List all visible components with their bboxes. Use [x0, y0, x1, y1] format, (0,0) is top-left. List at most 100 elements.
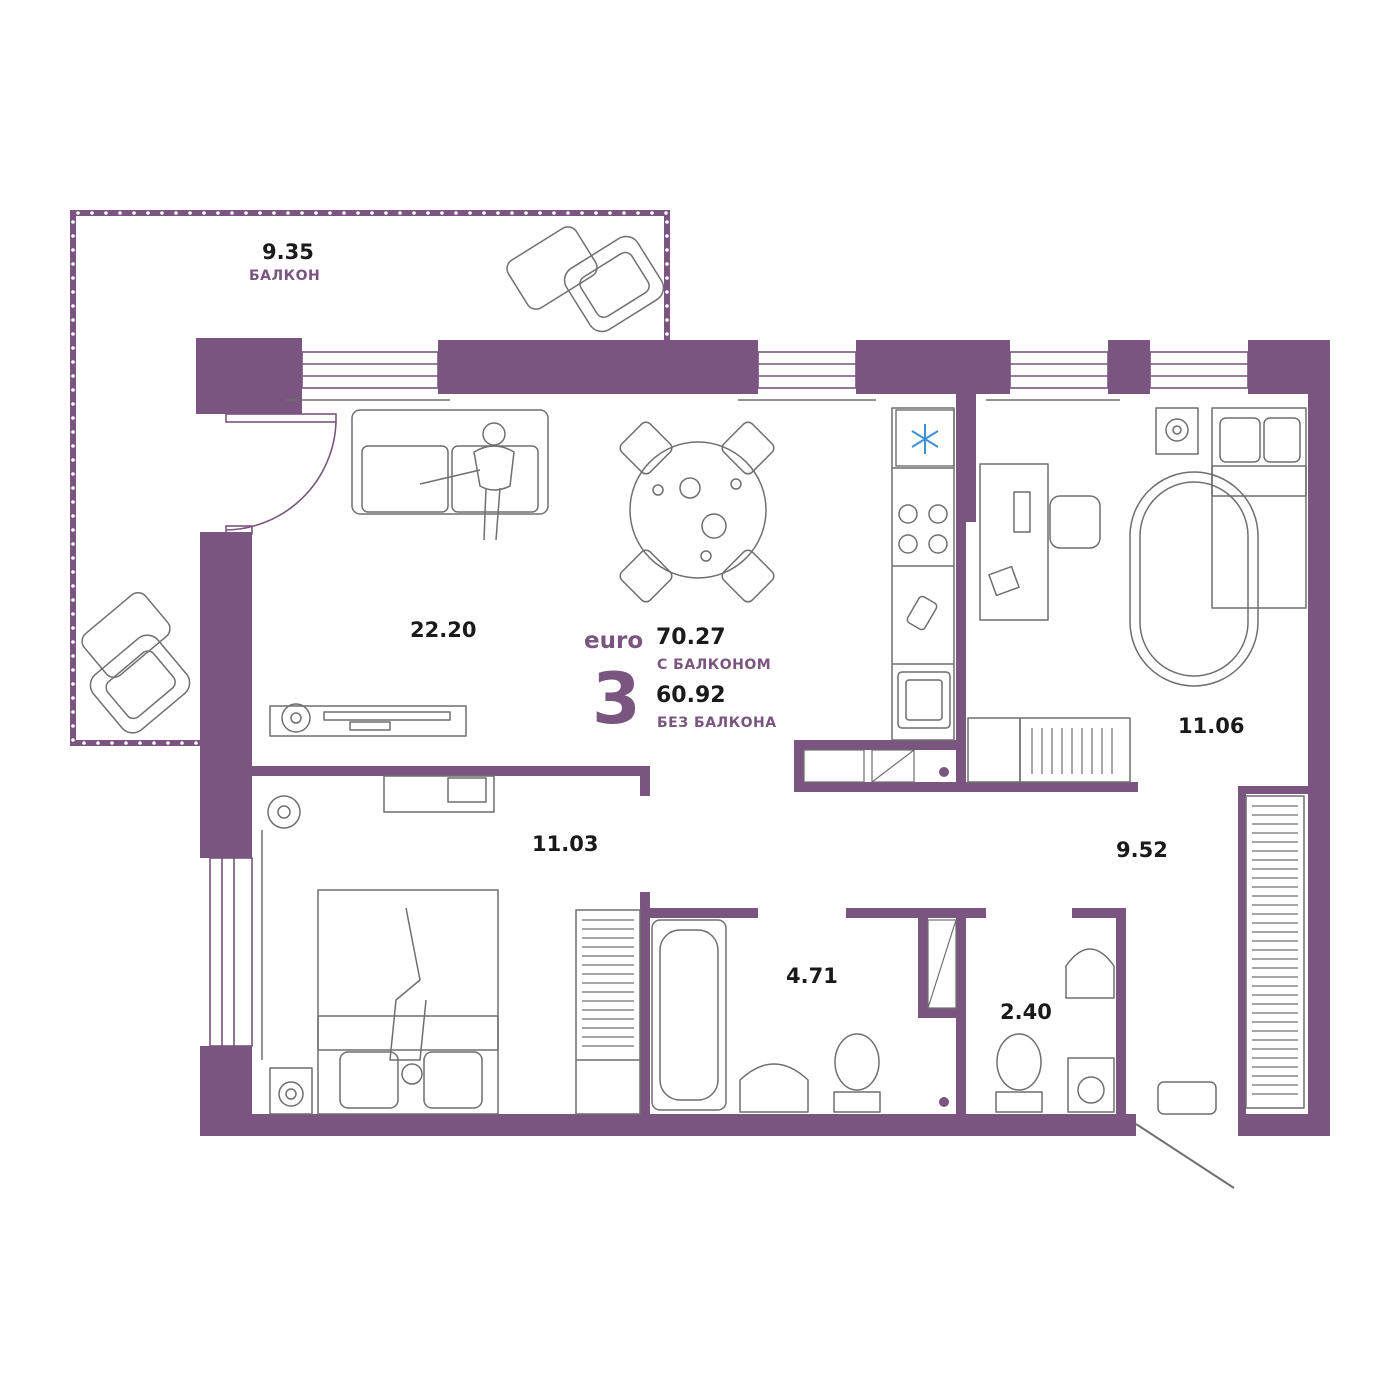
railing-dot: [71, 276, 75, 280]
railing-dot: [71, 388, 75, 392]
railing-dot: [71, 402, 75, 406]
radiator-icon: [1019, 717, 1131, 783]
railing-dot: [71, 668, 75, 672]
railing-dot: [124, 741, 128, 745]
railing-dot: [342, 211, 346, 215]
rooms-count: 3: [592, 658, 641, 740]
washing-machine-icon: [1067, 1057, 1115, 1113]
railing-dot: [71, 234, 75, 238]
area-with-balcony: 70.27: [656, 625, 726, 650]
wc-area: 2.40: [1000, 1000, 1052, 1024]
entrance-door[interactable]: [1135, 1123, 1235, 1189]
radiator-fins: [582, 728, 1298, 1095]
railing-dot: [566, 211, 570, 215]
toilet-icon: [833, 1033, 881, 1113]
bedroom-left-area: 11.03: [532, 832, 599, 856]
railing-dot: [538, 211, 542, 215]
railing-dot: [454, 211, 458, 215]
sink-icon: [739, 1063, 809, 1113]
railing-dot: [71, 416, 75, 420]
railing-dot: [71, 360, 75, 364]
railing-dot: [82, 741, 86, 745]
walls: [196, 338, 1330, 1136]
bathroom-area: 4.71: [786, 964, 838, 988]
railing-dot: [71, 500, 75, 504]
railing-dot: [194, 741, 198, 745]
plant-icon: [267, 795, 301, 829]
railing-dot: [132, 211, 136, 215]
furniture: [81, 226, 1307, 1115]
living-room-area: 22.20: [410, 618, 477, 642]
railing-dot: [71, 556, 75, 560]
railing-dot: [328, 211, 332, 215]
railing-dot: [468, 211, 472, 215]
railing-dot: [160, 211, 164, 215]
desk-icon: [979, 463, 1049, 621]
utility-details: [803, 749, 957, 1107]
railing-dot: [76, 211, 80, 215]
railing-dot: [71, 724, 75, 728]
area-without-balcony: 60.92: [656, 683, 726, 708]
railing-dot: [71, 738, 75, 742]
railing-dot: [71, 570, 75, 574]
washing-machine-icon: [1155, 407, 1199, 455]
shoe-cabinet: [967, 717, 1021, 783]
railing-dot: [608, 211, 612, 215]
person-icon: [389, 907, 427, 1085]
railing-dot: [71, 626, 75, 630]
railing-dot: [216, 211, 220, 215]
apartment-type-prefix: euro: [584, 628, 644, 654]
railing-dot: [440, 211, 444, 215]
railing-dot: [665, 290, 669, 294]
railing-dot: [580, 211, 584, 215]
toilet-icon: [995, 1033, 1043, 1113]
office-chair-icon: [1049, 495, 1101, 549]
balcony-label: БАЛКОН: [249, 268, 321, 284]
person-icon: [419, 422, 515, 541]
railing-dot: [665, 220, 669, 224]
railing-dot: [71, 290, 75, 294]
railing-dot: [482, 211, 486, 215]
railing-dot: [300, 211, 304, 215]
railing-dot: [314, 211, 318, 215]
railing-dot: [272, 211, 276, 215]
railing-dot: [71, 332, 75, 336]
railing-dot: [71, 640, 75, 644]
windows: [209, 351, 1249, 1047]
railing-dot: [71, 346, 75, 350]
railing-dot: [524, 211, 528, 215]
balcony-door[interactable]: [225, 413, 337, 535]
railing-dot: [552, 211, 556, 215]
railing-dot: [71, 248, 75, 252]
railing-dot: [665, 304, 669, 308]
railing-dot: [96, 741, 100, 745]
railing-dot: [71, 528, 75, 532]
railing-dot: [71, 542, 75, 546]
entrance-mat: [1157, 1081, 1217, 1115]
balcony-railing: [70, 210, 670, 746]
bed-icon: [1211, 407, 1307, 609]
stove-icon: [898, 504, 948, 554]
railing-dot: [174, 211, 178, 215]
kitchen-counter: [891, 407, 955, 741]
railing-dot: [71, 304, 75, 308]
railing-dot: [594, 211, 598, 215]
railing-dot: [71, 220, 75, 224]
railing-dot: [104, 211, 108, 215]
bathtub-icon: [651, 919, 727, 1111]
railing-dot: [665, 276, 669, 280]
railing-dot: [412, 211, 416, 215]
railing-dot: [622, 211, 626, 215]
washing-machine-icon: [269, 1067, 313, 1115]
railing-dot: [664, 211, 668, 215]
railing-dot: [71, 696, 75, 700]
balcony-area: 9.35: [262, 240, 314, 264]
balcony-railing-dots: [71, 211, 669, 745]
fridge: [895, 409, 955, 467]
desk-icon: [383, 775, 495, 813]
plant-icon: [281, 703, 311, 733]
railing-dot: [146, 211, 150, 215]
railing-dot: [71, 682, 75, 686]
railing-dot: [110, 741, 114, 745]
railing-dot: [71, 262, 75, 266]
